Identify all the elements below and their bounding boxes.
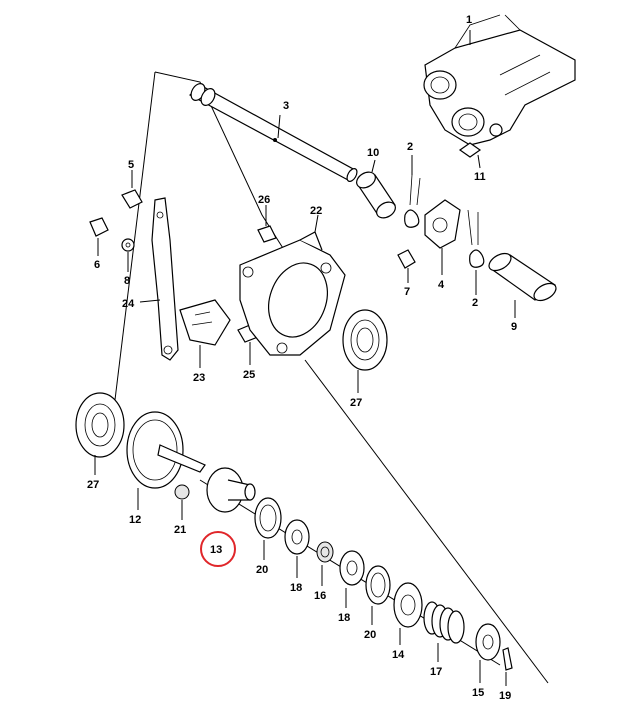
part-16-spacer [316, 541, 334, 586]
part-23-bracket [179, 299, 231, 368]
part-7-screw [397, 249, 416, 283]
part-3-shaft [189, 83, 358, 182]
label-part-27-lower: 27 [87, 479, 99, 491]
label-part-21: 21 [174, 524, 186, 536]
part-4-lever [424, 199, 461, 275]
label-part-19: 19 [499, 690, 511, 702]
label-part-8: 8 [124, 275, 130, 287]
part-27-bearing-lower [75, 392, 125, 475]
label-part-22: 22 [310, 205, 322, 217]
part-15-retainer [475, 623, 501, 683]
part-19-pin [502, 647, 513, 686]
label-part-27-upper: 27 [350, 397, 362, 409]
label-part-18-lower: 18 [338, 612, 350, 624]
part-2-spring-upper [404, 155, 421, 228]
part-14-flange [393, 582, 423, 645]
label-part-13: 13 [210, 544, 222, 556]
highlight-circle [200, 531, 236, 567]
part-13-collar [206, 467, 256, 513]
label-part-23: 23 [193, 372, 205, 384]
label-part-16: 16 [314, 590, 326, 602]
label-part-3: 3 [283, 100, 289, 112]
part-11-bolt [458, 142, 482, 169]
label-part-4: 4 [438, 279, 445, 291]
label-part-2-upper: 2 [407, 141, 413, 153]
part-8-washer [121, 238, 135, 272]
part-labels: 1 2 2 3 4 5 6 7 8 9 10 11 12 13 14 15 16… [87, 14, 517, 702]
label-part-6: 6 [94, 259, 100, 271]
part-20-thrust-bearing-upper [254, 497, 282, 560]
label-part-18-upper: 18 [290, 582, 302, 594]
part-20-thrust-bearing-lower [365, 565, 391, 625]
label-part-20-lower: 20 [364, 629, 376, 641]
label-part-24: 24 [122, 298, 135, 310]
part-17-spring [423, 601, 465, 662]
part-12-gear [126, 411, 206, 510]
part-9-sleeve [488, 252, 557, 318]
part-21-ball [174, 484, 190, 520]
part-6-bolt [89, 217, 109, 256]
label-part-9: 9 [511, 321, 517, 333]
label-part-7: 7 [404, 286, 410, 298]
label-part-20-upper: 20 [256, 564, 268, 576]
part-18-washer-lower [339, 550, 365, 608]
part-2-spring-lower [467, 209, 485, 295]
label-part-12: 12 [129, 514, 141, 526]
part-5-bolt [121, 170, 143, 209]
label-part-5: 5 [128, 159, 134, 171]
label-part-11: 11 [474, 171, 486, 183]
label-part-17: 17 [430, 666, 442, 678]
part-26-screw [257, 205, 277, 243]
part-18-washer-upper [284, 519, 310, 578]
part-10-bushing [356, 159, 396, 219]
part-22-plate [239, 214, 346, 356]
part-1-housing [423, 14, 576, 146]
label-part-10: 10 [367, 147, 379, 159]
part-27-bearing-upper [342, 309, 388, 393]
label-part-26: 26 [258, 194, 270, 206]
label-part-14: 14 [392, 649, 405, 661]
label-part-2-lower: 2 [472, 297, 478, 309]
label-part-1: 1 [466, 14, 472, 26]
label-part-15: 15 [472, 687, 484, 699]
label-part-25: 25 [243, 369, 255, 381]
part-24-linkage [139, 197, 179, 361]
